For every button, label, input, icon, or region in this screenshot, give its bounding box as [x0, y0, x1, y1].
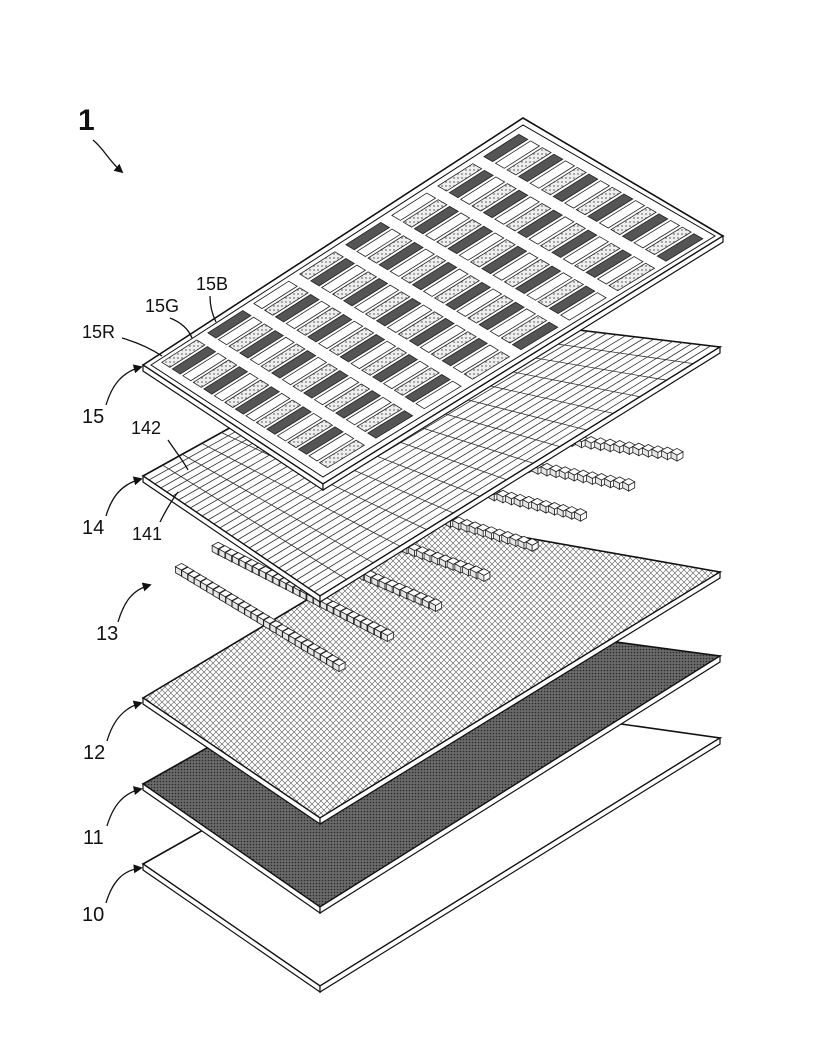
cube: [478, 569, 490, 582]
label-15B: 15B: [196, 274, 228, 294]
label-142: 142: [131, 418, 161, 438]
callout-15G: 15G: [145, 296, 192, 338]
label-141: 141: [132, 524, 162, 544]
callout-11: 11: [83, 789, 141, 849]
callout-13: 13: [96, 585, 150, 645]
callout-12: 12: [83, 703, 141, 764]
label-10: 10: [82, 904, 104, 926]
assembly-label: 1: [78, 104, 95, 137]
cube: [430, 599, 442, 612]
label-14: 14: [82, 517, 104, 539]
leader-arrow-icon: [118, 585, 150, 622]
leader-arrow-icon: [106, 479, 141, 516]
leader-line: [122, 338, 162, 356]
label-15R: 15R: [82, 322, 115, 342]
leader-arrow-icon: [106, 868, 141, 903]
label-11: 11: [83, 827, 104, 849]
cube: [623, 479, 635, 492]
label-15: 15: [82, 406, 104, 428]
leader-arrow-icon: [107, 703, 141, 741]
label-15G: 15G: [145, 296, 179, 316]
assembly-arrow-icon: [93, 140, 122, 172]
cube: [574, 509, 586, 522]
leader-arrow-icon: [106, 367, 141, 405]
cube: [671, 448, 683, 461]
callout-10: 10: [82, 868, 141, 926]
cube: [526, 539, 538, 552]
label-13: 13: [96, 623, 118, 645]
label-12: 12: [83, 742, 105, 764]
cube: [381, 629, 393, 642]
cube: [333, 659, 345, 672]
leader-arrow-icon: [107, 789, 141, 826]
callout-15R: 15R: [82, 322, 162, 356]
